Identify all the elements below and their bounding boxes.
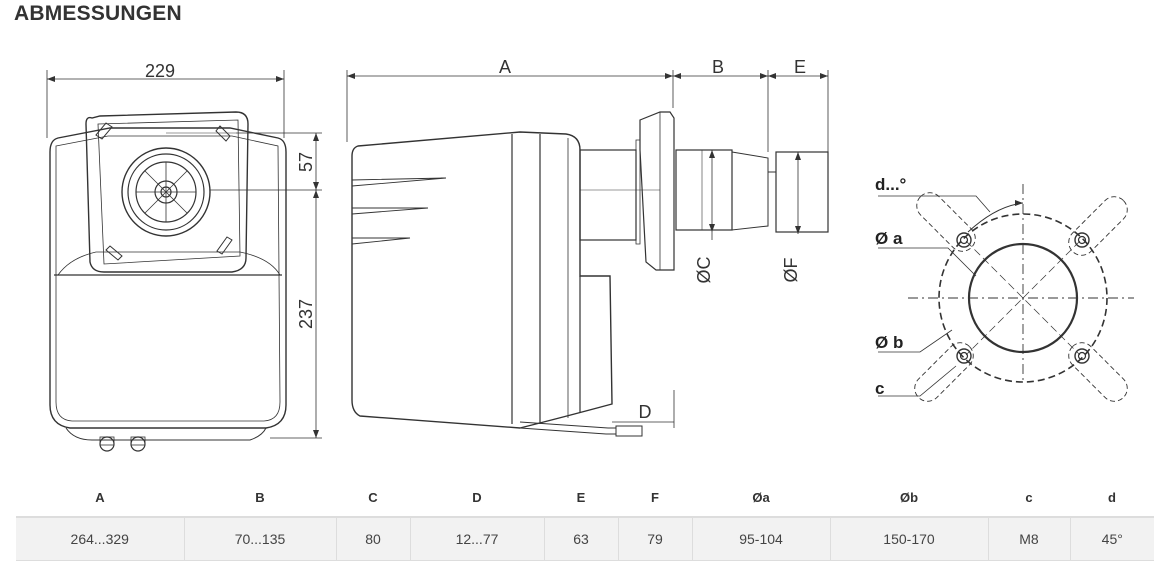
dim-d-label: D xyxy=(639,402,652,422)
header-cell: C xyxy=(336,478,410,518)
dim-a-label: A xyxy=(499,57,511,77)
table-cell: 63 xyxy=(543,517,618,561)
header-cell: B xyxy=(184,478,336,518)
dim-b-label: B xyxy=(712,57,724,77)
side-view: A B E D ØC xyxy=(346,57,829,437)
dimensions-table: A B C D E F Øa Øb c d 264...329 70...135… xyxy=(16,478,1154,561)
outer-diameter-label: Ø b xyxy=(875,333,903,352)
angle-label: d...° xyxy=(875,175,907,194)
header-cell: Øb xyxy=(830,478,988,518)
table-cell: 95-104 xyxy=(691,517,830,561)
dim-f-label: ØF xyxy=(781,257,801,282)
bolt-label: c xyxy=(875,379,884,398)
dimension-drawing: 229 57 237 xyxy=(46,57,1134,452)
inner-diameter-label: Ø a xyxy=(875,229,903,248)
page-title: ABMESSUNGEN xyxy=(14,2,182,25)
header-cell: Øa xyxy=(692,478,830,518)
header-cell: D xyxy=(410,478,544,518)
table-cell: 264...329 xyxy=(16,517,184,561)
front-view: 229 57 237 xyxy=(46,61,322,452)
dim-upper-height-label: 57 xyxy=(296,152,316,172)
dim-c-label: ØC xyxy=(694,256,714,283)
table-cell: 70...135 xyxy=(183,517,336,561)
table-cell: 80 xyxy=(335,517,410,561)
header-cell: F xyxy=(618,478,692,518)
header-cell: E xyxy=(544,478,618,518)
header-cell: c xyxy=(988,478,1070,518)
dim-width-label: 229 xyxy=(145,61,175,81)
header-cell: A xyxy=(16,478,184,518)
dim-height-label: 237 xyxy=(296,299,316,329)
dim-e-label: E xyxy=(794,57,806,77)
table-cell: 45° xyxy=(1069,517,1154,561)
table-cell: 12...77 xyxy=(409,517,544,561)
header-cell: d xyxy=(1070,478,1154,518)
table-cell: M8 xyxy=(987,517,1070,561)
table-cell: 79 xyxy=(617,517,692,561)
table-row: 264...329 70...135 80 12...77 63 79 95-1… xyxy=(16,517,1154,561)
flange-detail: d...° Ø a Ø b c xyxy=(875,175,1134,402)
table-header-row: A B C D E F Øa Øb c d xyxy=(16,478,1154,518)
table-cell: 150-170 xyxy=(829,517,988,561)
